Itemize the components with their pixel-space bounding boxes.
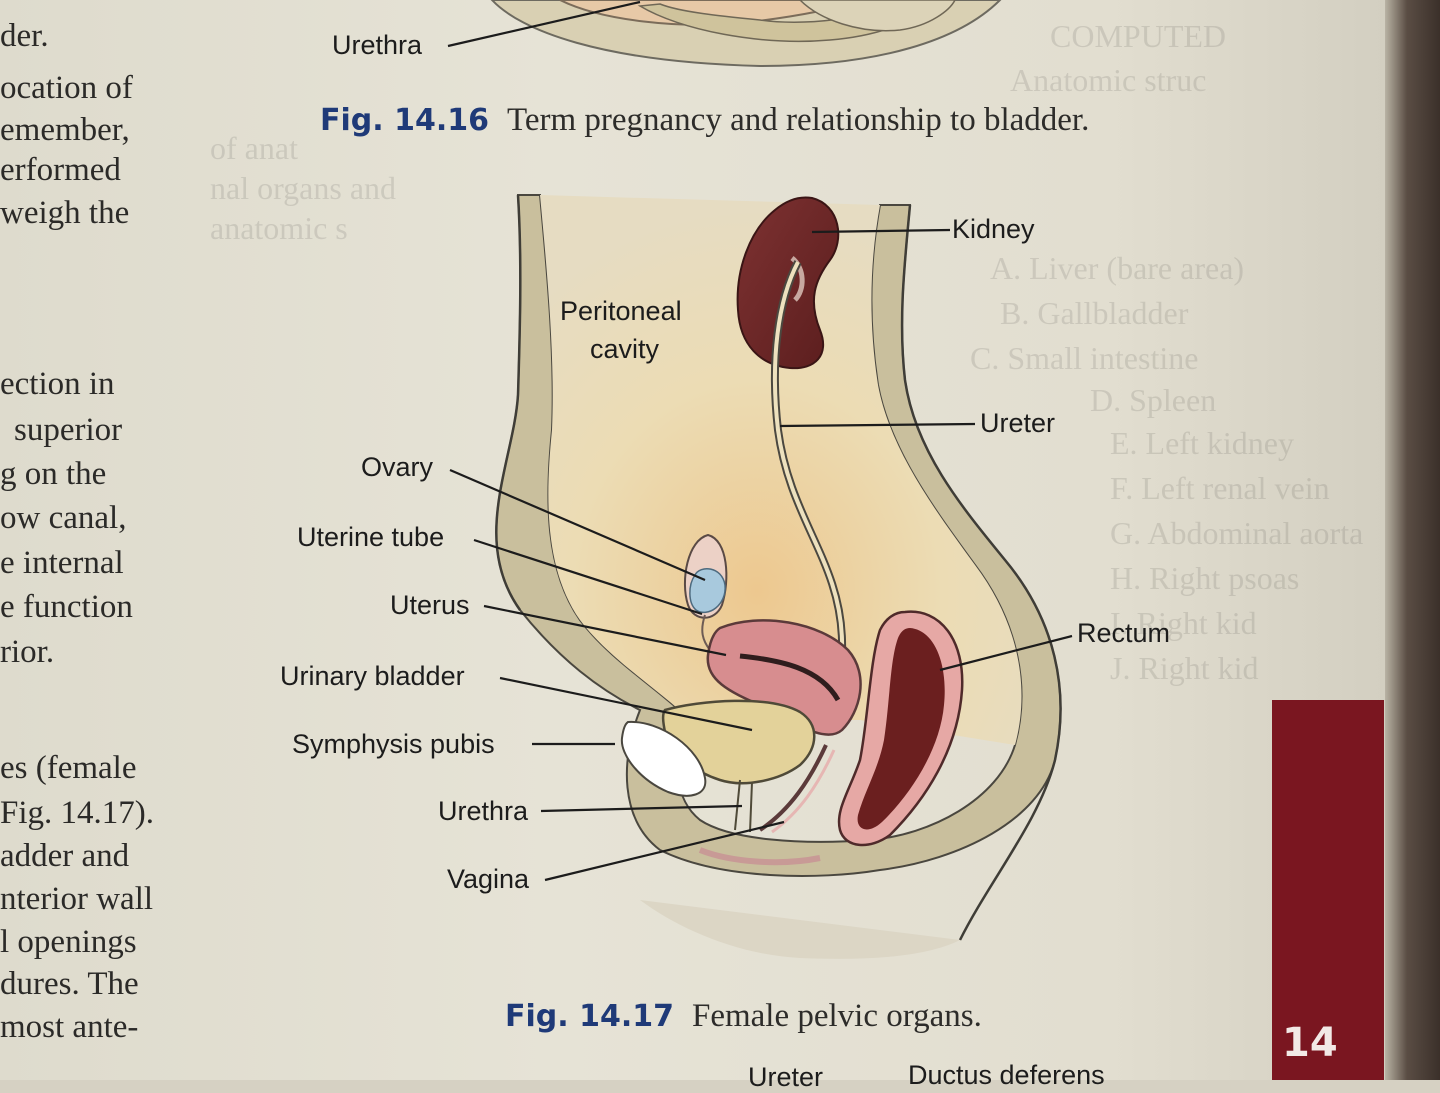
label-ureter: Ureter <box>980 408 1056 438</box>
leader-lines <box>447 0 1073 882</box>
left-text-column: der. ocation of emember, erformed weigh … <box>0 0 170 1080</box>
text-line: es (female <box>0 750 137 786</box>
label-vagina: Vagina <box>447 864 530 894</box>
label-next-ureter: Ureter <box>748 1062 824 1092</box>
faded-line: A. Liver (bare area) <box>990 250 1245 286</box>
leader-uterus <box>483 604 727 657</box>
text-line: most ante- <box>0 1009 139 1045</box>
text-line: superior <box>14 412 123 448</box>
label-next-ductus-deferens: Ductus deferens <box>908 1060 1105 1090</box>
leader-urinary-bladder <box>499 676 753 732</box>
label-kidney: Kidney <box>952 214 1035 244</box>
label-peritoneal-cavity-line1: Peritoneal <box>560 296 682 326</box>
text-line: emember, <box>0 112 130 148</box>
chapter-tab <box>1272 700 1384 1080</box>
chapter-tab-number: 14 <box>1282 1020 1338 1066</box>
faded-line: J. Right kid <box>1110 650 1259 686</box>
label-uterus: Uterus <box>390 590 470 620</box>
faded-line: anatomic s <box>210 210 348 246</box>
leader-uterine-tube <box>473 538 703 616</box>
symphysis-pubis <box>620 720 707 797</box>
text-line: rior. <box>0 634 55 670</box>
faded-line: D. Spleen <box>1090 382 1217 418</box>
faded-line: nal organs and <box>210 170 397 206</box>
fig17-caption-text: Female pelvic organs. <box>691 998 982 1034</box>
text-line: l openings <box>0 924 137 960</box>
fig16-number: Fig. 14.16 <box>320 103 489 138</box>
leader-kidney <box>811 228 951 234</box>
faded-line: I. Right kid <box>1110 605 1257 641</box>
text-line: ow canal, <box>0 500 127 536</box>
rectum <box>837 610 964 847</box>
label-peritoneal-cavity-line2: cavity <box>590 334 660 364</box>
faded-line: G. Abdominal aorta <box>1110 515 1364 551</box>
label-urethra: Urethra <box>438 796 529 826</box>
text-line: ection in <box>0 366 115 402</box>
faded-line: COMPUTED <box>1050 18 1227 54</box>
faded-line: E. Left kidney <box>1110 425 1294 461</box>
fig17-number: Fig. 14.17 <box>505 999 674 1034</box>
text-line: e function <box>0 589 133 625</box>
text-line: nterior wall <box>0 881 154 917</box>
faded-line: H. Right psoas <box>1110 560 1300 596</box>
fig16-caption: Fig. 14.16 Term pregnancy and relationshi… <box>320 102 1089 139</box>
leader-ureter <box>779 422 976 428</box>
leader-rectum <box>939 634 1073 672</box>
label-symphysis-pubis: Symphysis pubis <box>292 729 495 759</box>
label-urinary-bladder: Urinary bladder <box>280 661 465 691</box>
text-line: e internal <box>0 545 124 581</box>
label-ovary: Ovary <box>361 452 434 482</box>
faded-line: of anat <box>210 130 298 166</box>
fig16-caption-text: Term pregnancy and relationship to bladd… <box>506 102 1090 138</box>
label-uterine-tube: Uterine tube <box>297 522 445 552</box>
leader-vagina <box>544 820 785 882</box>
text-line: Fig. 14.17). <box>0 795 155 831</box>
uterus <box>706 619 862 736</box>
fig17-caption: Fig. 14.17 Female pelvic organs. <box>505 998 982 1035</box>
text-line: ocation of <box>0 70 133 106</box>
text-line: der. <box>0 18 49 54</box>
leader-ovary <box>449 468 706 582</box>
leader-fig16-urethra <box>447 0 641 48</box>
text-line: erformed <box>0 152 121 188</box>
text-line: g on the <box>0 456 107 492</box>
book-spine <box>1385 0 1440 1080</box>
label-rectum: Rectum <box>1077 618 1171 648</box>
faded-line: F. Left renal vein <box>1110 470 1330 506</box>
faded-line: C. Small intestine <box>970 340 1199 376</box>
vagina <box>698 744 836 866</box>
leader-urethra <box>540 804 743 813</box>
text-line: weigh the <box>0 195 130 231</box>
fig16-drawing <box>490 0 1002 68</box>
faded-line: Anatomic struc <box>1010 62 1207 98</box>
faded-line: B. Gallbladder <box>1000 295 1189 331</box>
show-through-text: COMPUTED Anatomic struc of anat nal orga… <box>210 10 1363 700</box>
text-line: adder and <box>0 838 130 874</box>
text-line: dures. The <box>0 966 139 1002</box>
label-fig16-urethra: Urethra <box>332 30 423 60</box>
